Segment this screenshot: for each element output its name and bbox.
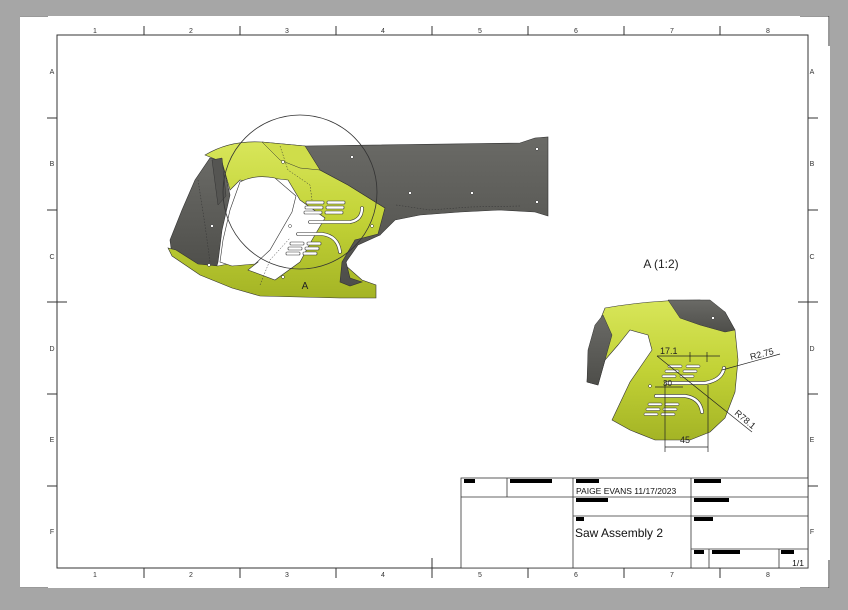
- col-label: 1: [93, 28, 97, 35]
- screw-holes: [207, 147, 539, 279]
- drawing-canvas: 1 2 3 4 5 6 7 8 1 2 3 4 5 6 7 8 A B C D …: [18, 15, 830, 589]
- handle-opening: [219, 176, 297, 267]
- rear-fin-dark: [211, 157, 227, 206]
- col-label: 3: [285, 572, 289, 579]
- curved-slot-lower-inner: [296, 232, 342, 254]
- seam-lines: [197, 145, 521, 286]
- detail-slot-lower-inner: [654, 394, 704, 414]
- row-labels: A B C D E F A B C D E F: [49, 69, 814, 536]
- drawing-sheet: 1 2 3 4 5 6 7 8 1 2 3 4 5 6 7 8 A B C D …: [18, 15, 830, 589]
- dimension-r2-75: R2.75: [749, 346, 775, 362]
- col-label: 8: [766, 572, 770, 579]
- row-label: E: [810, 437, 815, 444]
- drawing-title: Saw Assembly 2: [575, 526, 663, 540]
- row-label: F: [810, 529, 814, 536]
- row-label: C: [49, 254, 54, 261]
- col-label: 4: [381, 28, 385, 35]
- col-label: 6: [574, 28, 578, 35]
- column-labels: 1 2 3 4 5 6 7 8 1 2 3 4 5 6 7 8: [93, 28, 770, 579]
- detail-slot-upper-inner: [664, 366, 726, 385]
- row-label: B: [50, 161, 55, 168]
- sheet-number: 1/1: [792, 558, 804, 568]
- detail-screw: [711, 316, 715, 320]
- detail-view-title: A (1:2): [643, 257, 678, 271]
- top-accent-green: [261, 141, 321, 171]
- curved-slot-upper-inner: [308, 206, 364, 224]
- main-view-saw[interactable]: A: [167, 114, 549, 299]
- dimension-30: 30: [663, 379, 672, 388]
- col-label: 8: [766, 28, 770, 35]
- col-label: 1: [93, 572, 97, 579]
- col-label: 6: [574, 572, 578, 579]
- title-block: [460, 477, 809, 569]
- column-ticks: [143, 26, 721, 578]
- vent-slots-lower: [285, 241, 322, 256]
- detail-screw: [648, 384, 652, 388]
- author-date: PAIGE EVANS 11/17/2023: [576, 486, 676, 496]
- row-label: D: [809, 346, 814, 353]
- row-label: B: [810, 161, 815, 168]
- col-label: 7: [670, 572, 674, 579]
- row-label: D: [49, 346, 54, 353]
- dimension-17-1: 17.1: [660, 346, 678, 356]
- vent-slots-upper: [303, 200, 346, 215]
- motor-housing-dark: [304, 136, 549, 287]
- col-label: 2: [189, 28, 193, 35]
- row-label: E: [50, 437, 55, 444]
- col-label: 3: [285, 28, 289, 35]
- detail-vents: [643, 364, 701, 416]
- row-label: A: [810, 69, 815, 76]
- dimension-45: 45: [680, 435, 690, 445]
- detail-dark-top: [667, 299, 736, 333]
- col-label: 5: [478, 572, 482, 579]
- row-label: C: [809, 254, 814, 261]
- col-label: 7: [670, 28, 674, 35]
- row-label: A: [50, 69, 55, 76]
- detail-circle-A[interactable]: [222, 114, 378, 270]
- detail-circle-label: A: [302, 281, 309, 292]
- col-label: 2: [189, 572, 193, 579]
- row-ticks: [47, 117, 818, 487]
- col-label: 4: [381, 572, 385, 579]
- redacted-fields: [464, 479, 794, 554]
- detail-view-a[interactable]: 17.1 30 R2.75 R78.1 45: [586, 299, 781, 452]
- col-label: 5: [478, 28, 482, 35]
- detail-dark-left: [586, 314, 613, 386]
- dimension-lines: [655, 352, 781, 452]
- row-label: F: [50, 529, 54, 536]
